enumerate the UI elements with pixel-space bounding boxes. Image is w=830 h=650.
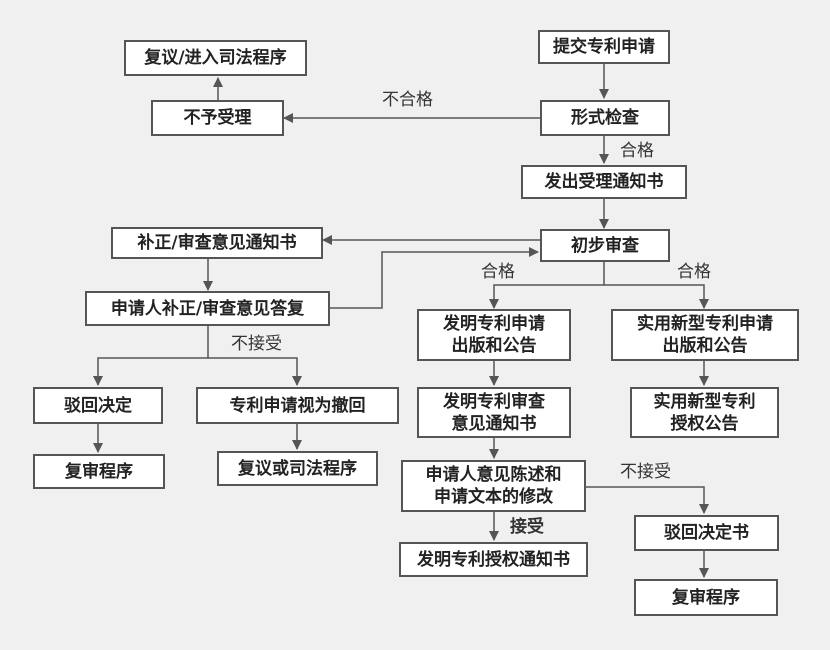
node-not-accept: 不予受理 xyxy=(151,100,284,136)
line-prelim-split-right xyxy=(604,284,709,309)
node-correction-notice: 补正/审查意见通知书 xyxy=(111,227,323,259)
node-utility-grant: 实用新型专利授权公告 xyxy=(630,387,779,438)
node-accept-notice: 发出受理通知书 xyxy=(521,165,687,199)
label-qualified-2: 合格 xyxy=(481,262,515,282)
node-review-judicial-top: 复议/进入司法程序 xyxy=(124,40,307,76)
node-applicant-reply: 申请人补正/审查意见答复 xyxy=(85,291,330,326)
node-invention-pub: 发明专利申请出版和公告 xyxy=(417,309,571,361)
node-formal-exam: 形式检查 xyxy=(540,100,670,136)
node-reject-decision-doc: 驳回决定书 xyxy=(634,515,779,551)
node-reject-decision: 驳回决定 xyxy=(33,387,163,424)
label-unqualified: 不合格 xyxy=(382,90,433,110)
node-deemed-withdrawn: 专利申请视为撤回 xyxy=(196,387,399,424)
node-reexam-left: 复审程序 xyxy=(33,454,165,489)
arrow-statement-to-reject-doc xyxy=(586,486,709,514)
node-prelim-exam: 初步审查 xyxy=(540,229,670,262)
node-utility-pub: 实用新型专利申请出版和公告 xyxy=(611,309,799,361)
node-applicant-statement: 申请人意见陈述和申请文本的修改 xyxy=(401,460,586,512)
label-not-accepted-2: 不接受 xyxy=(620,462,671,482)
node-submit: 提交专利申请 xyxy=(538,30,670,64)
node-reexam-right: 复审程序 xyxy=(634,579,778,616)
label-qualified-3: 合格 xyxy=(677,262,711,282)
line-reply-split xyxy=(93,326,209,386)
node-invention-exam-notice: 发明专利审查意见通知书 xyxy=(417,387,571,438)
line-reply-split-right xyxy=(208,357,302,386)
line-prelim-split xyxy=(489,262,605,309)
arrow-reply-to-prelim xyxy=(330,247,539,309)
node-invention-grant-notice: 发明专利授权通知书 xyxy=(399,542,588,577)
label-qualified-1: 合格 xyxy=(620,141,654,161)
label-accepted: 接受 xyxy=(510,517,544,537)
label-not-accepted-1: 不接受 xyxy=(231,334,282,354)
node-review-judicial-left: 复议或司法程序 xyxy=(217,451,378,486)
